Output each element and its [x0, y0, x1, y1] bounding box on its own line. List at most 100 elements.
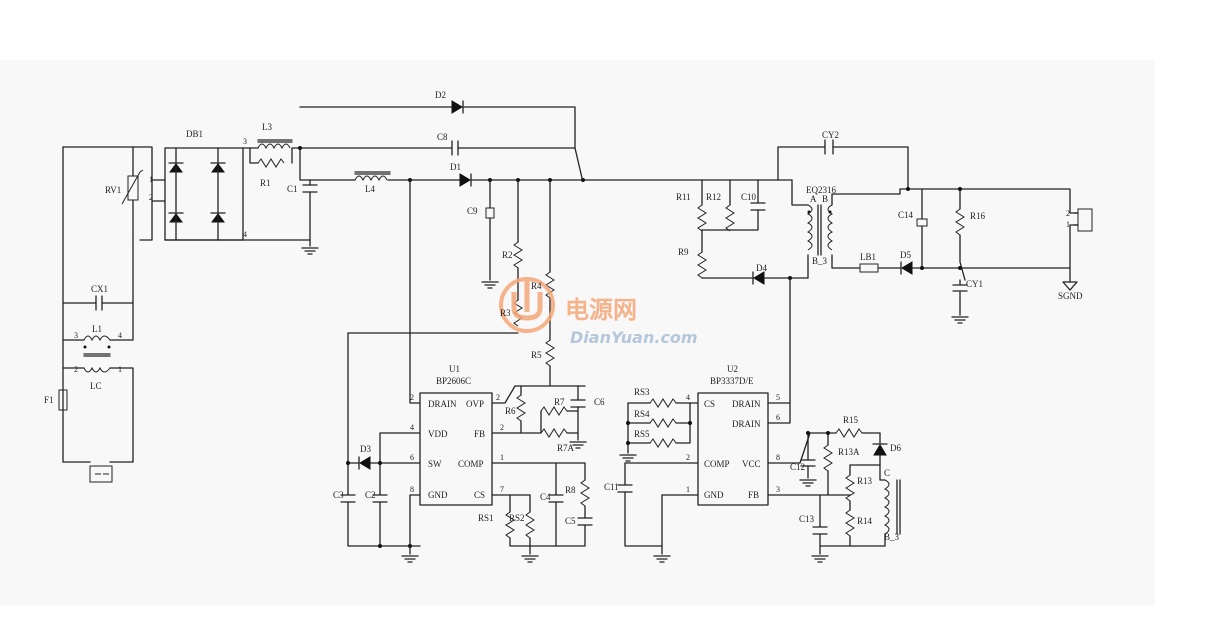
pin-u2-3: 3 [776, 485, 780, 494]
c8-capacitor [451, 140, 459, 156]
cx1-capacitor [95, 295, 103, 311]
pin-u2-6: 6 [776, 413, 780, 422]
u1-pin-cs: CS [474, 490, 485, 500]
label-c9: C9 [467, 206, 478, 216]
label-cy2: CY2 [822, 130, 839, 140]
u1-pin-gnd: GND [428, 490, 448, 500]
u2-pin-drain-1: DRAIN [732, 399, 761, 409]
label-c2: C2 [365, 490, 376, 500]
label-lc: LC [90, 381, 102, 391]
d2-diode [451, 100, 464, 114]
label-r16: R16 [970, 211, 986, 221]
label-r1: R1 [260, 178, 271, 188]
label-r12: R12 [706, 192, 721, 202]
pin-numbers: 3 4 1 2 3 4 2 1 2 1 2 4 6 8 2 2 1 7 4 2 … [74, 137, 1070, 494]
label-winding-a: A [810, 194, 817, 204]
d4-diode [752, 271, 765, 285]
label-cy1: CY1 [966, 279, 983, 289]
label-d2: D2 [435, 90, 446, 100]
u2-part: BP3337D/E [710, 376, 754, 386]
pin-u1-4: 4 [410, 423, 414, 432]
c4-capacitor [548, 494, 564, 503]
label-rs1: RS1 [478, 513, 494, 523]
u2-pin-fb: FB [748, 490, 759, 500]
l3-inductor [257, 139, 293, 150]
pin-l1-1: 1 [118, 365, 122, 374]
label-b3-top: B_3 [812, 256, 828, 266]
label-c12: C12 [790, 462, 805, 472]
u1-pin-fb: FB [474, 429, 485, 439]
u2-pin-gnd: GND [704, 490, 724, 500]
b3-aux-winding [849, 479, 901, 547]
db1-bridge-rectifier [164, 147, 311, 241]
watermark-en: DianYuan.com [570, 328, 698, 347]
label-rs4: RS4 [634, 409, 650, 419]
label-eq2316: EQ2316 [806, 185, 836, 195]
u1-pin-vdd: VDD [428, 429, 448, 439]
watermark-cn: 电源网 [565, 296, 637, 324]
label-c5: C5 [565, 516, 576, 526]
f1-fuse [58, 389, 68, 411]
eq2316-transformer [806, 204, 834, 256]
u2-ic: U2 BP3337D/E CS COMP GND DRAIN DRAIN VCC… [697, 364, 769, 506]
label-c6: C6 [594, 397, 605, 407]
label-d6: D6 [890, 443, 901, 453]
label-c14: C14 [898, 210, 914, 220]
pin-u2-5: 5 [776, 393, 780, 402]
label-r8: R8 [565, 485, 576, 495]
c11-capacitor [617, 484, 633, 493]
pin-u2-1: 1 [686, 485, 690, 494]
pin-u1-fb: 2 [500, 423, 504, 432]
c1-capacitor [302, 184, 318, 193]
output-connector [1073, 208, 1093, 232]
label-winding-b: B [822, 194, 828, 204]
pin-l1-3: 3 [74, 331, 78, 340]
label-r2: R2 [502, 250, 513, 260]
u2-pin-vcc: VCC [742, 459, 761, 469]
pin-rv-2: 2 [149, 193, 153, 202]
pin-u2-4: 4 [686, 393, 690, 402]
label-r13a: R13A [838, 447, 860, 457]
label-l1: L1 [92, 324, 102, 334]
label-r3: R3 [500, 308, 511, 318]
pin-u1-cs: 7 [500, 485, 504, 494]
label-r13: R13 [857, 476, 873, 486]
label-rs3: RS3 [634, 387, 650, 397]
label-rv1: RV1 [105, 185, 121, 195]
label-r15: R15 [843, 415, 859, 425]
label-r5: R5 [531, 350, 542, 360]
u1-part: BP2606C [436, 376, 471, 386]
label-c3: C3 [333, 490, 344, 500]
pin-u1-8: 8 [410, 485, 414, 494]
label-d1: D1 [450, 162, 461, 172]
label-c4: C4 [540, 492, 551, 502]
c13-capacitor [812, 526, 828, 535]
ac-plug-icon [89, 465, 113, 483]
u1-pin-comp: COMP [458, 459, 484, 469]
pin-conn-1: 1 [1066, 220, 1070, 229]
label-b3-bottom: B_3 [884, 532, 900, 542]
label-d5: D5 [900, 250, 911, 260]
c9-capacitor [485, 207, 495, 219]
pin-u2-2: 2 [686, 453, 690, 462]
c14-capacitor [916, 218, 928, 227]
pin-u1-2: 2 [410, 393, 414, 402]
c6-capacitor [570, 399, 586, 408]
label-f1: F1 [44, 395, 54, 405]
label-c8: C8 [437, 132, 448, 142]
label-c1: C1 [287, 184, 298, 194]
label-r4: R4 [531, 281, 542, 291]
pin-l1-4: 4 [118, 331, 122, 340]
pin-u1-6: 6 [410, 453, 414, 462]
sgnd-icon [1062, 281, 1078, 291]
c12-capacitor [800, 459, 816, 467]
rv1-varistor [121, 169, 144, 205]
component-labels: DB1 L3 R1 C1 L4 D2 C8 D1 C9 R2 R3 R4 R5 … [44, 90, 1083, 542]
l1-common-mode-choke [62, 302, 134, 463]
u1-pin-ovp: OVP [466, 399, 484, 409]
u2-pin-drain-2: DRAIN [732, 419, 761, 429]
u2-pin-comp: COMP [704, 459, 730, 469]
pin-l1-2: 2 [74, 365, 78, 374]
dianyuan-watermark: 电源网 DianYuan.com [499, 277, 698, 347]
